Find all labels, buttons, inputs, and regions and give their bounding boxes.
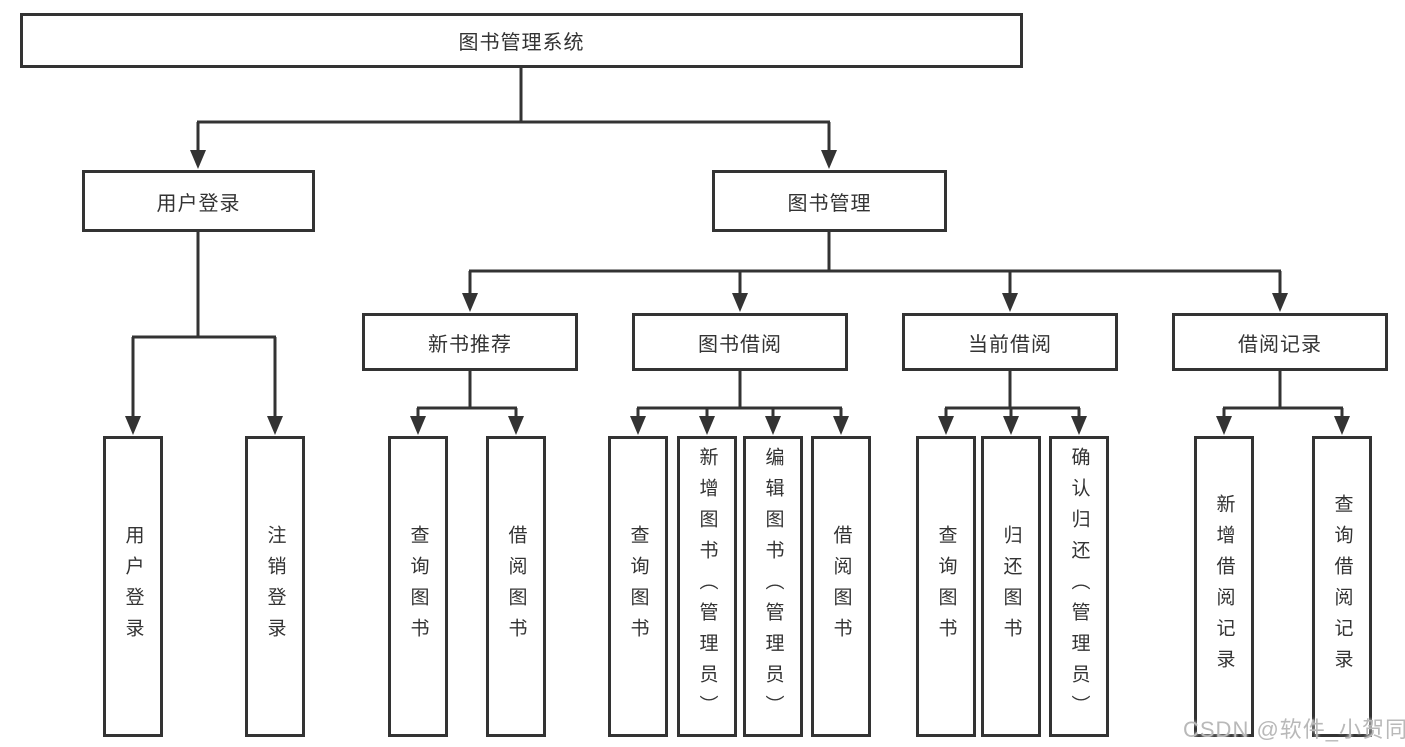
leaf-borrow-edit-books-admin-label: 编辑图书（管理员） (762, 447, 784, 726)
leaf-borrow-add-books-admin-label: 新增图书（管理员） (696, 447, 718, 726)
arrow-icon (190, 150, 206, 169)
arrow-icon (1216, 416, 1232, 435)
node-new-book-recommend: 新书推荐 (362, 313, 578, 371)
leaf-borrow-edit-books-admin: 编辑图书（管理员） (743, 436, 803, 737)
arrow-icon (508, 416, 524, 435)
arrow-icon (630, 416, 646, 435)
leaf-borrow-borrow-books: 借阅图书 (811, 436, 871, 737)
arrow-icon (1071, 416, 1087, 435)
leaf-records-add-record-label: 新增借阅记录 (1213, 493, 1235, 680)
leaf-user-login: 用户登录 (103, 436, 163, 737)
leaf-records-query-record: 查询借阅记录 (1312, 436, 1372, 737)
node-user-login: 用户登录 (82, 170, 315, 232)
leaf-borrow-add-books-admin: 新增图书（管理员） (677, 436, 737, 737)
node-book-borrow-label: 图书借阅 (698, 333, 782, 356)
arrow-icon (125, 416, 141, 435)
arrow-icon (765, 416, 781, 435)
arrow-icon (410, 416, 426, 435)
leaf-user-login-label: 用户登录 (122, 524, 144, 649)
leaf-recommend-query-books-label: 查询图书 (407, 524, 429, 649)
leaf-current-query-books: 查询图书 (916, 436, 976, 737)
arrow-icon (821, 150, 837, 169)
arrow-icon (1002, 293, 1018, 312)
arrow-icon (938, 416, 954, 435)
node-book-management-label: 图书管理 (787, 192, 872, 215)
leaf-logout-label: 注销登录 (264, 524, 286, 649)
leaf-current-confirm-return-admin: 确认归还（管理员） (1049, 436, 1109, 737)
arrow-icon (699, 416, 715, 435)
leaf-borrow-query-books-label: 查询图书 (627, 524, 649, 649)
leaf-current-return-books-label: 归还图书 (1000, 524, 1022, 649)
leaf-recommend-query-books: 查询图书 (388, 436, 448, 737)
leaf-current-confirm-return-admin-label: 确认归还（管理员） (1068, 447, 1090, 726)
leaf-logout: 注销登录 (245, 436, 305, 737)
arrow-icon (1272, 293, 1288, 312)
arrow-icon (1334, 416, 1350, 435)
arrow-icon (1003, 416, 1019, 435)
leaf-recommend-borrow-books-label: 借阅图书 (505, 524, 527, 649)
leaf-records-query-record-label: 查询借阅记录 (1331, 493, 1353, 680)
leaf-borrow-borrow-books-label: 借阅图书 (830, 524, 852, 649)
node-user-login-label: 用户登录 (156, 192, 241, 215)
node-root-label: 图书管理系统 (458, 32, 585, 54)
arrow-icon (267, 416, 283, 435)
leaf-current-return-books: 归还图书 (981, 436, 1041, 737)
node-root: 图书管理系统 (20, 13, 1023, 68)
leaf-borrow-query-books: 查询图书 (608, 436, 668, 737)
arrow-icon (833, 416, 849, 435)
node-borrow-records-label: 借阅记录 (1238, 333, 1322, 356)
node-current-borrow-label: 当前借阅 (968, 333, 1052, 356)
arrow-icon (462, 293, 478, 312)
node-book-management: 图书管理 (712, 170, 947, 232)
node-borrow-records: 借阅记录 (1172, 313, 1388, 371)
leaf-records-add-record: 新增借阅记录 (1194, 436, 1254, 737)
leaf-recommend-borrow-books: 借阅图书 (486, 436, 546, 737)
connector-paths (131, 68, 1344, 417)
node-book-borrow: 图书借阅 (632, 313, 848, 371)
node-current-borrow: 当前借阅 (902, 313, 1118, 371)
arrow-icon (732, 293, 748, 312)
arrowheads (125, 150, 1350, 435)
leaf-current-query-books-label: 查询图书 (935, 524, 957, 649)
node-new-book-recommend-label: 新书推荐 (428, 333, 512, 356)
watermark: CSDN @软件_小贺同学 (1183, 717, 1405, 742)
